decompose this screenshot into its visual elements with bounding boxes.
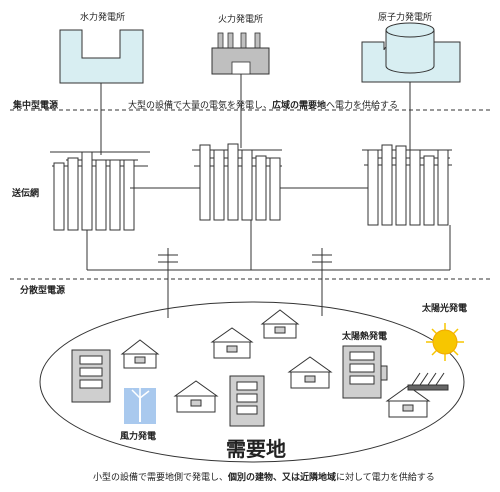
transmission-tower-right [362, 144, 452, 226]
house-icon [210, 327, 254, 359]
transmission-tower-center [192, 143, 282, 221]
solar-panel-icon [407, 372, 449, 391]
grid-label: 送伝網 [12, 189, 40, 199]
transmission-tower-left [50, 151, 150, 231]
distributed-description: 小型の設備で需要地側で発電し、個別の建物、又は近隣地域に対して電力を供給する [93, 470, 435, 483]
demand-area-label: 需要地 [226, 437, 286, 461]
centralized-description-suffix: へ電力を供給する [326, 101, 399, 111]
hydro-plant-icon [59, 29, 144, 155]
solar-pv-label: 太陽光発電 [422, 304, 468, 314]
solar-thermal-label: 太陽熱発電 [342, 332, 388, 342]
house-icon [385, 385, 431, 418]
nuclear-plant-label: 原子力発電所 [378, 13, 433, 23]
wind-turbine-icon [124, 388, 156, 424]
hydro-plant-label: 水力発電所 [80, 13, 126, 23]
house-icon [120, 339, 160, 369]
utility-pole-right [312, 248, 332, 316]
distributed-description-bold: 個別の建物、又は近隣地域 [228, 473, 337, 483]
centralized-description-bold: 広域の需要地 [272, 101, 327, 111]
house-icon [260, 309, 300, 339]
nuclear-plant-icon [361, 22, 461, 150]
building-icon [71, 349, 111, 403]
house-icon [173, 380, 219, 413]
building-icon [229, 375, 265, 427]
thermal-plant-label: 火力発電所 [218, 15, 264, 25]
thermal-plant-icon [211, 32, 270, 148]
distributed-description-suffix: に対して電力を供給する [336, 473, 435, 483]
centralized-power-label: 集中型電源 [13, 101, 59, 111]
sun-icon [426, 323, 464, 361]
house-icon [287, 356, 333, 389]
distributed-description-prefix: 小型の設備で需要地側で発電し、 [93, 473, 229, 483]
centralized-description-prefix: 大型の設備で大量の電気を発電し、 [128, 101, 273, 111]
solar-thermal-building-icon [342, 345, 388, 399]
wind-power-label: 風力発電 [120, 432, 157, 442]
grid-wiring [86, 187, 451, 271]
centralized-description: 大型の設備で大量の電気を発電し、広域の需要地へ電力を供給する [128, 98, 398, 111]
utility-pole-left [158, 248, 178, 318]
distributed-power-label: 分散型電源 [20, 286, 66, 296]
